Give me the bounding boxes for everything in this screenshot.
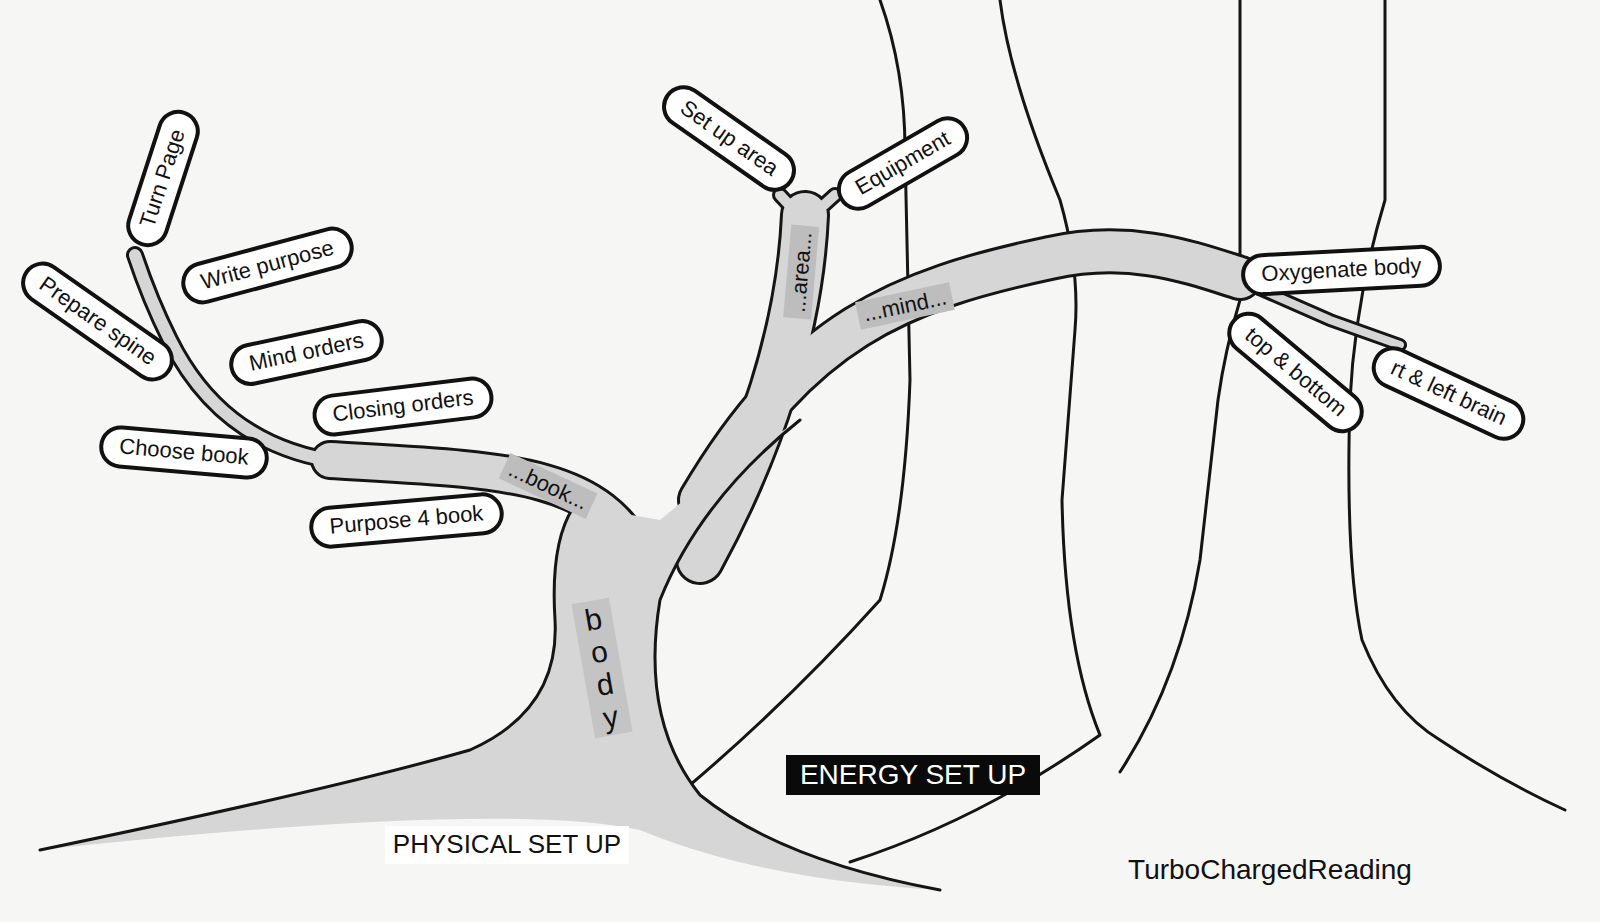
trunk-line [1349, 0, 1565, 810]
section-label: PHYSICAL SET UP [385, 826, 629, 863]
leaf-text: top & bottom [1239, 322, 1352, 422]
leaf-shape [227, 317, 385, 387]
leaf-shape [1242, 245, 1441, 294]
leaf-box: Mind orders [225, 315, 388, 390]
trunk-line [1120, 0, 1240, 772]
leaf-shape [178, 224, 355, 306]
section-label: ENERGY SET UP [786, 755, 1040, 795]
background-trunks [690, 0, 1565, 862]
leaf-shape [100, 425, 269, 478]
branch [700, 251, 1240, 500]
trunk-outline [40, 420, 940, 890]
leaf-box: Set up area [654, 76, 805, 200]
leaf-shape [312, 376, 493, 436]
trunk-line [850, 0, 1100, 862]
leaf-shape [656, 79, 801, 197]
branch-outlines [135, 195, 1400, 560]
leaf-box: Write purpose [176, 221, 358, 308]
leaf-shape [123, 106, 203, 249]
leaf-shape [15, 255, 179, 386]
brand-label: TurboChargedReading [1124, 852, 1416, 888]
leaf-box: Closing orders [310, 374, 496, 439]
trunk-edge [655, 420, 940, 890]
leaf-box: Oxygenate body [1240, 243, 1443, 296]
leaf-box: Turn Page [121, 104, 206, 252]
leaf-shape [832, 111, 974, 216]
trunk-edge [40, 505, 575, 850]
branch [780, 195, 835, 222]
branch-fills [135, 195, 1400, 560]
leaf-shape [309, 492, 503, 547]
leaf-box: rt & left brain [1364, 339, 1532, 448]
branch-label: ...book... [498, 453, 597, 519]
leaf-shape [1221, 305, 1369, 438]
leaf-shape [1367, 341, 1529, 444]
trunk-fill [40, 420, 940, 890]
leaf-box: Purpose 4 book [307, 490, 505, 550]
